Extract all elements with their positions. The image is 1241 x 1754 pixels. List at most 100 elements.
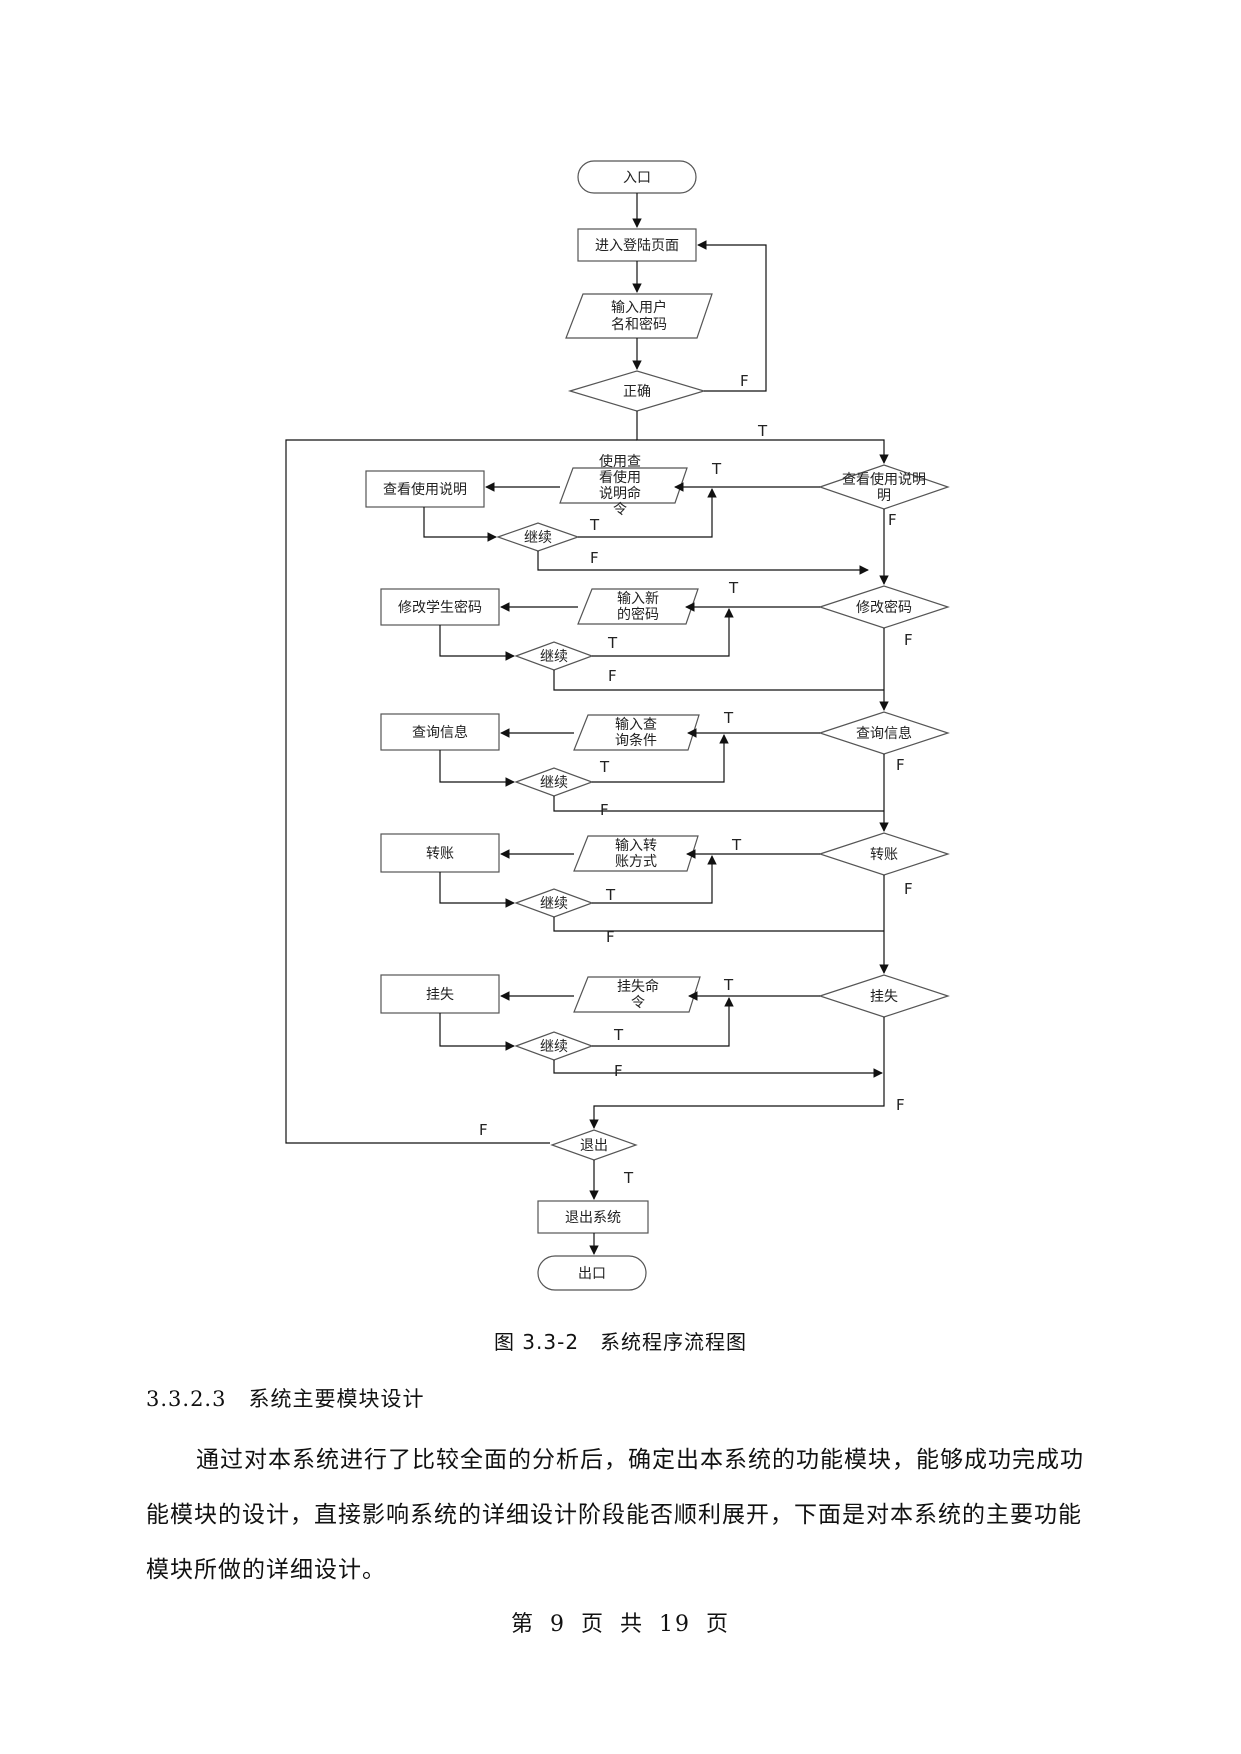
report-loss-process-label: 挂失	[426, 987, 454, 1003]
usage-guide-box	[365, 470, 485, 508]
transfer-decision-label: 转账	[870, 847, 898, 863]
branch-label-f: F	[590, 549, 599, 567]
section-number: 3.3.2.3	[146, 1387, 227, 1411]
branch-label-t: T	[728, 579, 739, 597]
connector	[636, 411, 889, 464]
branch-label-t: T	[711, 460, 722, 478]
usage-guide-process-label: 查看使用说明	[383, 481, 467, 498]
branch-label-f: F	[479, 1121, 488, 1139]
connector	[592, 734, 729, 783]
transfer-method-input-line-1: 输入转	[615, 838, 657, 854]
branch-label-t: T	[731, 836, 742, 854]
change-password-input-line-1: 输入新	[617, 591, 659, 607]
connector	[553, 670, 884, 691]
connector	[553, 917, 884, 932]
change-password-input-line-2: 的密码	[617, 606, 659, 623]
change-password-input	[577, 588, 699, 625]
connector	[589, 1017, 885, 1129]
continue-label-3: 继续	[540, 774, 568, 791]
section-title: 系统主要模块设计	[248, 1387, 425, 1411]
branch-label-t: T	[599, 758, 610, 776]
connector	[439, 1013, 515, 1051]
connector	[285, 439, 637, 1144]
query-condition-input-line-1: 输入查	[615, 717, 657, 733]
end-label: 出口	[578, 1266, 606, 1282]
usage-guide-input	[559, 467, 688, 504]
continue-label-1: 继续	[524, 529, 552, 546]
query-condition-input	[573, 714, 700, 751]
connector	[578, 488, 717, 538]
body-paragraph: 通过对本系统进行了比较全面的分析后，确定出本系统的功能模块，能够成功完成功能模块…	[146, 1447, 1084, 1583]
connector	[592, 855, 717, 904]
branch-label-f: F	[614, 1062, 623, 1080]
branch-label-f: F	[600, 801, 609, 819]
usage-guide-decision-tail: 明	[877, 488, 891, 504]
connector	[439, 872, 515, 908]
report-loss-input	[573, 976, 701, 1013]
branch-label-t: T	[757, 422, 768, 440]
figure-caption: 图 3.3-2 系统程序流程图	[493, 1330, 748, 1354]
branch-label-f: F	[904, 880, 913, 898]
usage-guide-input-line-3: 说明命	[599, 485, 641, 502]
usage-guide-input-line-1: 使用查	[599, 453, 641, 470]
connector	[439, 750, 515, 787]
change-password-decision	[818, 585, 950, 629]
continue-label-5: 继续	[540, 1038, 568, 1055]
connector	[697, 240, 767, 392]
branch-label-f: F	[904, 631, 913, 649]
connector	[537, 551, 869, 575]
query-info-process-label: 查询信息	[412, 724, 468, 741]
transfer-method-input-line-2: 账方式	[615, 854, 657, 870]
branch-label-f: F	[896, 756, 905, 774]
continue-label-2: 继续	[540, 648, 568, 665]
transfer-decision	[818, 832, 950, 876]
query-condition-input-line-2: 询条件	[615, 732, 657, 749]
report-loss-input-line-2: 令	[631, 995, 645, 1011]
usage-guide-input-line-4: 令	[613, 502, 627, 518]
connector	[553, 796, 884, 812]
connector	[592, 997, 734, 1047]
branch-label-t: T	[613, 1026, 624, 1044]
connector	[439, 625, 515, 661]
branch-label-f: F	[896, 1096, 905, 1114]
branch-label-f: F	[888, 511, 897, 529]
report-loss-input-line-1: 挂失命	[617, 978, 659, 995]
branch-label-t: T	[723, 709, 734, 727]
branch-label-f: F	[740, 372, 749, 390]
credentials-line-2: 名和密码	[611, 316, 667, 333]
query-info-decision	[818, 711, 950, 755]
change-password-process-label: 修改学生密码	[398, 599, 482, 616]
section-heading: 3.3.2.3 系统主要模块设计	[146, 1383, 424, 1413]
report-loss-decision	[818, 974, 950, 1018]
branch-label-t: T	[607, 634, 618, 652]
report-loss-decision-label: 挂失	[870, 989, 898, 1005]
branch-label-t: T	[605, 886, 616, 904]
change-password-decision-label: 修改密码	[856, 599, 912, 616]
start-label: 入口	[623, 170, 651, 186]
credentials-input	[565, 293, 713, 339]
query-info-decision-label: 查询信息	[856, 725, 912, 742]
branch-label-t: T	[723, 976, 734, 994]
connector	[423, 507, 497, 542]
branch-label-t: T	[589, 516, 600, 534]
exit-decision-label: 退出	[580, 1138, 608, 1154]
correct-label: 正确	[623, 384, 651, 400]
usage-guide-input-line-2: 看使用	[599, 469, 641, 486]
connector	[553, 1060, 883, 1078]
branch-label-f: F	[608, 667, 617, 685]
branch-label-f: F	[606, 928, 615, 946]
transfer-process-label: 转账	[426, 846, 454, 862]
exit-system-box	[537, 1200, 649, 1234]
connector	[592, 608, 734, 657]
branch-label-t: T	[623, 1169, 634, 1187]
credentials-line-1: 输入用户	[611, 299, 667, 316]
continue-label-4: 继续	[540, 895, 568, 912]
system-flowchart: 入口 进入登陆页面 输入用户 名和密码 正确 查看使用说明 明 使用查 看使用 …	[285, 160, 950, 1291]
end-terminal	[537, 1255, 647, 1291]
page-footer: 第 9 页 共 19 页	[511, 1612, 730, 1637]
exit-decision	[550, 1129, 638, 1161]
transfer-method-input	[573, 835, 699, 872]
login-page-label: 进入登陆页面	[595, 238, 679, 254]
usage-guide-decision-label: 查看使用说明	[842, 471, 926, 488]
usage-guide-decision	[818, 464, 950, 510]
